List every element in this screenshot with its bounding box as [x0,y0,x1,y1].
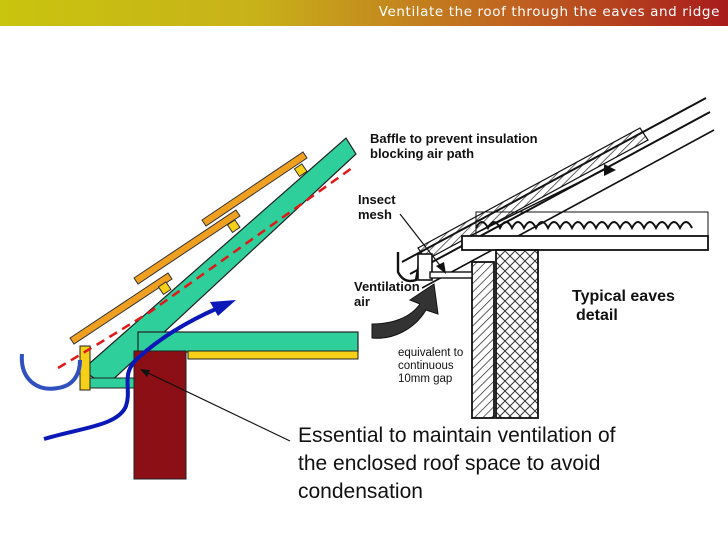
detail-gutter [396,252,422,283]
gap-label-line3: 10mm gap [398,373,452,385]
insect-label-line1: Insect [358,192,396,207]
ventilation-label-line1: Ventilation [354,279,420,294]
tile-batten [226,219,241,234]
detail-insulation [475,221,693,231]
ceiling-board [187,350,359,360]
roof-tile [201,151,308,227]
ventilation-label-line2: air [354,294,370,309]
roof-tile [69,272,173,345]
detail-inner-wall [495,249,539,419]
typical-eaves-label-line1: Typical eaves [572,288,675,305]
detail-ceiling-joist [461,235,709,251]
slide-title: Ventilate the roof through the eaves and… [378,4,720,20]
caption-line: condensation [298,480,423,503]
tile-batten [157,281,172,296]
detail-rafter-line [421,129,715,289]
insect-mesh-arrowhead [436,262,446,274]
external-wall [133,350,187,480]
baffle-label-line2: blocking air path [370,146,474,161]
caption-line: the enclosed roof space to avoid [298,452,601,475]
eaves-detail-drawing: Baffle to prevent insulation blocking ai… [354,97,715,419]
roof-tiles [69,151,308,345]
insect-mesh-pointer [399,213,443,269]
roofing-membrane [57,166,353,370]
leader-arrowhead [140,369,150,377]
header-bar: Ventilate the roof through the eaves and… [0,0,728,26]
ventilation-air-arrow [371,283,439,339]
left-roof-section [19,137,359,480]
gap-label-line1: equivalent to [398,347,463,359]
baffle-arrowhead [604,164,616,176]
gutter [19,353,82,391]
insect-label-line2: mesh [358,207,392,222]
eaves-diagram: Baffle to prevent insulation blocking ai… [19,97,715,480]
tile-batten [293,163,308,178]
roof-tile [133,209,241,285]
caption-line: Essential to maintain ventilation of [298,424,616,447]
detail-soffit [429,271,473,279]
airflow-arrow [43,306,219,441]
caption-text: Essential to maintain ventilation of the… [298,422,718,506]
airflow-arrowhead [210,300,236,316]
caption-leader-line [145,371,291,442]
baffle-label-line1: Baffle to prevent insulation [370,131,538,146]
typical-eaves-label-line2: detail [576,307,618,324]
detail-fascia [417,253,433,281]
detail-rafter-line [409,111,711,275]
gap-label-line2: continuous [398,360,454,372]
detail-outer-wall [471,261,495,419]
